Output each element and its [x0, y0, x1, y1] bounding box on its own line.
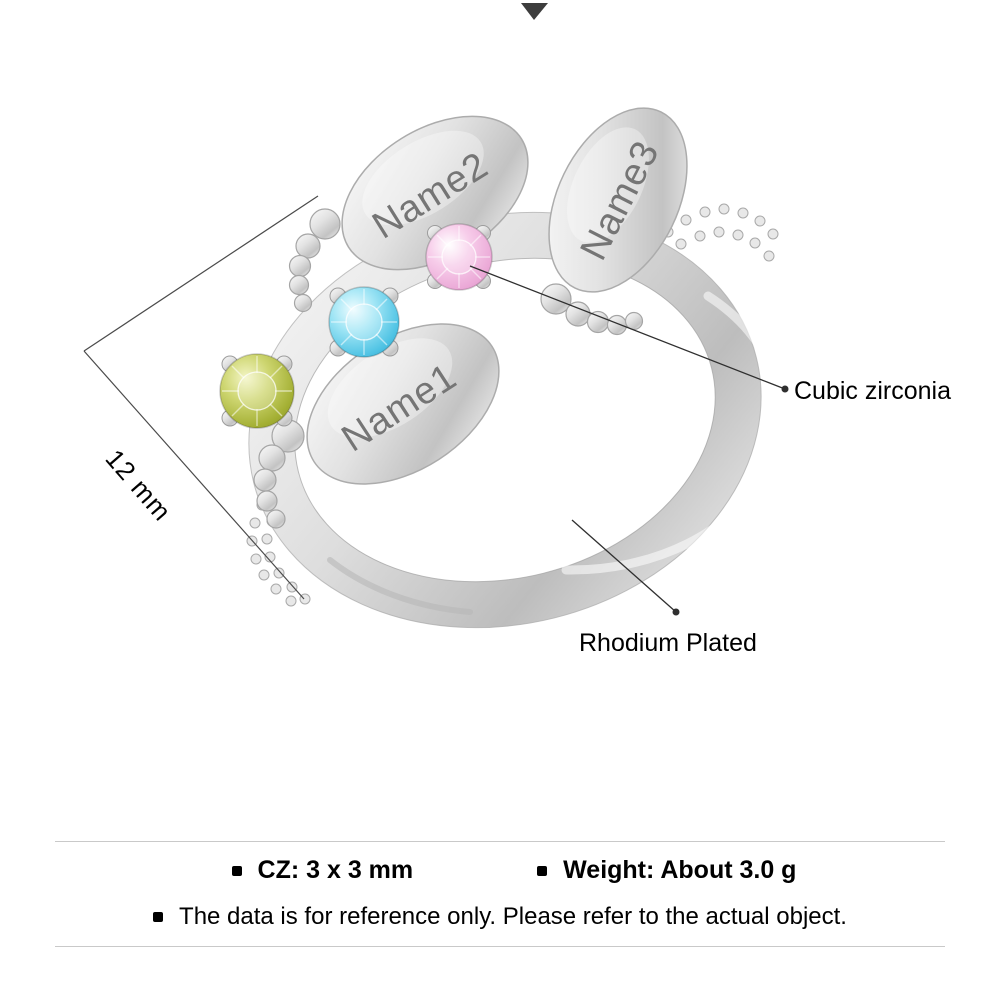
spec-weight: Weight: About 3.0 g: [537, 856, 796, 885]
spec-weight-text: Weight: About 3.0 g: [563, 856, 797, 884]
rhodium-plated-label: Rhodium Plated: [579, 629, 757, 657]
leader-line-cubic-zirconia: [469, 265, 789, 393]
gem-blue: [328, 286, 400, 358]
foot-name1: Name1: [253, 323, 500, 529]
leader-line-rhodium: [571, 519, 680, 616]
specs-row-primary: CZ: 3 x 3 mm Weight: About 3.0 g: [0, 856, 1000, 885]
leader-dot: [781, 385, 789, 393]
bullet-icon: [537, 865, 548, 876]
cubic-zirconia-label: Cubic zirconia: [794, 377, 952, 405]
divider-top: [55, 841, 945, 842]
gem-olive: [219, 353, 295, 429]
bullet-icon: [231, 865, 242, 876]
spec-disclaimer-text: The data is for reference only. Please r…: [179, 903, 847, 930]
gem-pink: [425, 223, 493, 291]
specs-row-disclaimer: The data is for reference only. Please r…: [0, 903, 1000, 931]
divider-bottom: [55, 946, 945, 947]
spec-disclaimer: The data is for reference only. Please r…: [153, 903, 847, 931]
size-bracket: [83, 195, 319, 600]
bullet-icon: [153, 912, 164, 922]
foot-name3: Name3: [540, 107, 688, 336]
top-marker: [521, 3, 548, 20]
spec-cz-size: CZ: 3 x 3 mm: [231, 856, 414, 885]
leader-dot: [672, 608, 680, 616]
spec-cz-size-text: CZ: 3 x 3 mm: [257, 856, 414, 884]
